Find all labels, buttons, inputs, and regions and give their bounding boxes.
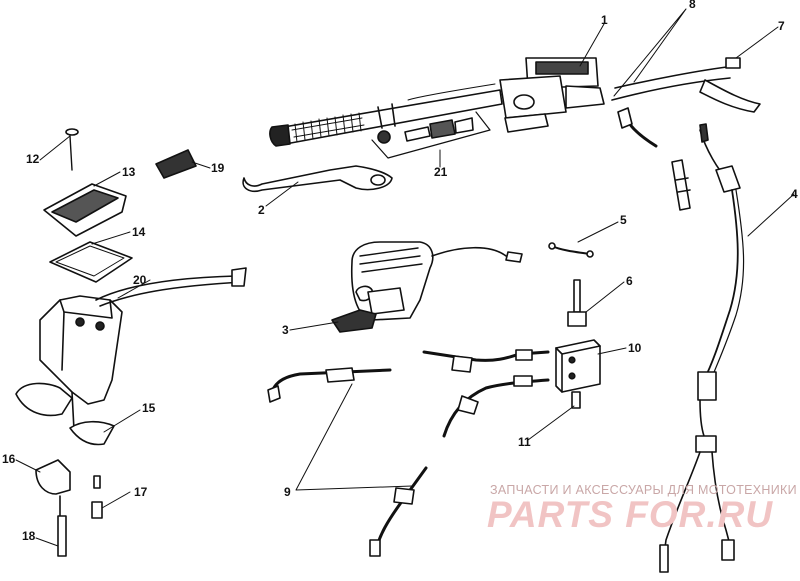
callout-10: 10 bbox=[628, 341, 642, 355]
pipe-5 bbox=[548, 242, 594, 258]
callout-21: 21 bbox=[434, 165, 448, 179]
callout-6: 6 bbox=[626, 274, 633, 288]
switch-housing bbox=[331, 241, 523, 333]
callout-12: 12 bbox=[26, 152, 40, 166]
callout-3: 3 bbox=[282, 323, 289, 337]
master-cylinder bbox=[499, 57, 605, 133]
brake-lines bbox=[267, 349, 550, 557]
callout-18: 18 bbox=[22, 529, 36, 543]
mount-parts-left bbox=[35, 420, 115, 557]
callout-14: 14 bbox=[132, 225, 146, 239]
callout-1: 1 bbox=[601, 13, 608, 27]
watermark-logo: PARTS FOR.RU bbox=[487, 494, 774, 535]
callout-7: 7 bbox=[778, 19, 785, 33]
callout-20: 20 bbox=[133, 273, 147, 287]
brake-body-left bbox=[15, 267, 247, 431]
callout-2: 2 bbox=[258, 203, 265, 217]
reservoir-cover bbox=[43, 128, 197, 283]
watermark-tagline: ЗАПЧАСТИ И АКСЕССУАРЫ ДЛЯ МОТОТЕХНИКИ bbox=[490, 483, 797, 497]
callout-labels: 1 2 3 4 5 6 7 8 9 10 11 12 13 14 15 16 1… bbox=[2, 0, 798, 543]
callout-19: 19 bbox=[211, 161, 225, 175]
callout-9: 9 bbox=[284, 485, 291, 499]
junction-block bbox=[555, 339, 601, 409]
callout-8: 8 bbox=[689, 0, 696, 11]
leader-lines bbox=[15, 8, 795, 547]
callout-4: 4 bbox=[791, 187, 798, 201]
handlebar-assembly bbox=[269, 83, 503, 147]
bleeder-6 bbox=[567, 279, 587, 327]
callout-16: 16 bbox=[2, 452, 16, 466]
brake-lever bbox=[242, 165, 393, 193]
cable-assembly bbox=[611, 57, 761, 573]
callout-17: 17 bbox=[134, 485, 148, 499]
callout-11: 11 bbox=[518, 435, 531, 449]
callout-15: 15 bbox=[142, 401, 156, 415]
piston-kit bbox=[371, 111, 491, 159]
callout-5: 5 bbox=[620, 213, 627, 227]
callout-13: 13 bbox=[122, 165, 136, 179]
